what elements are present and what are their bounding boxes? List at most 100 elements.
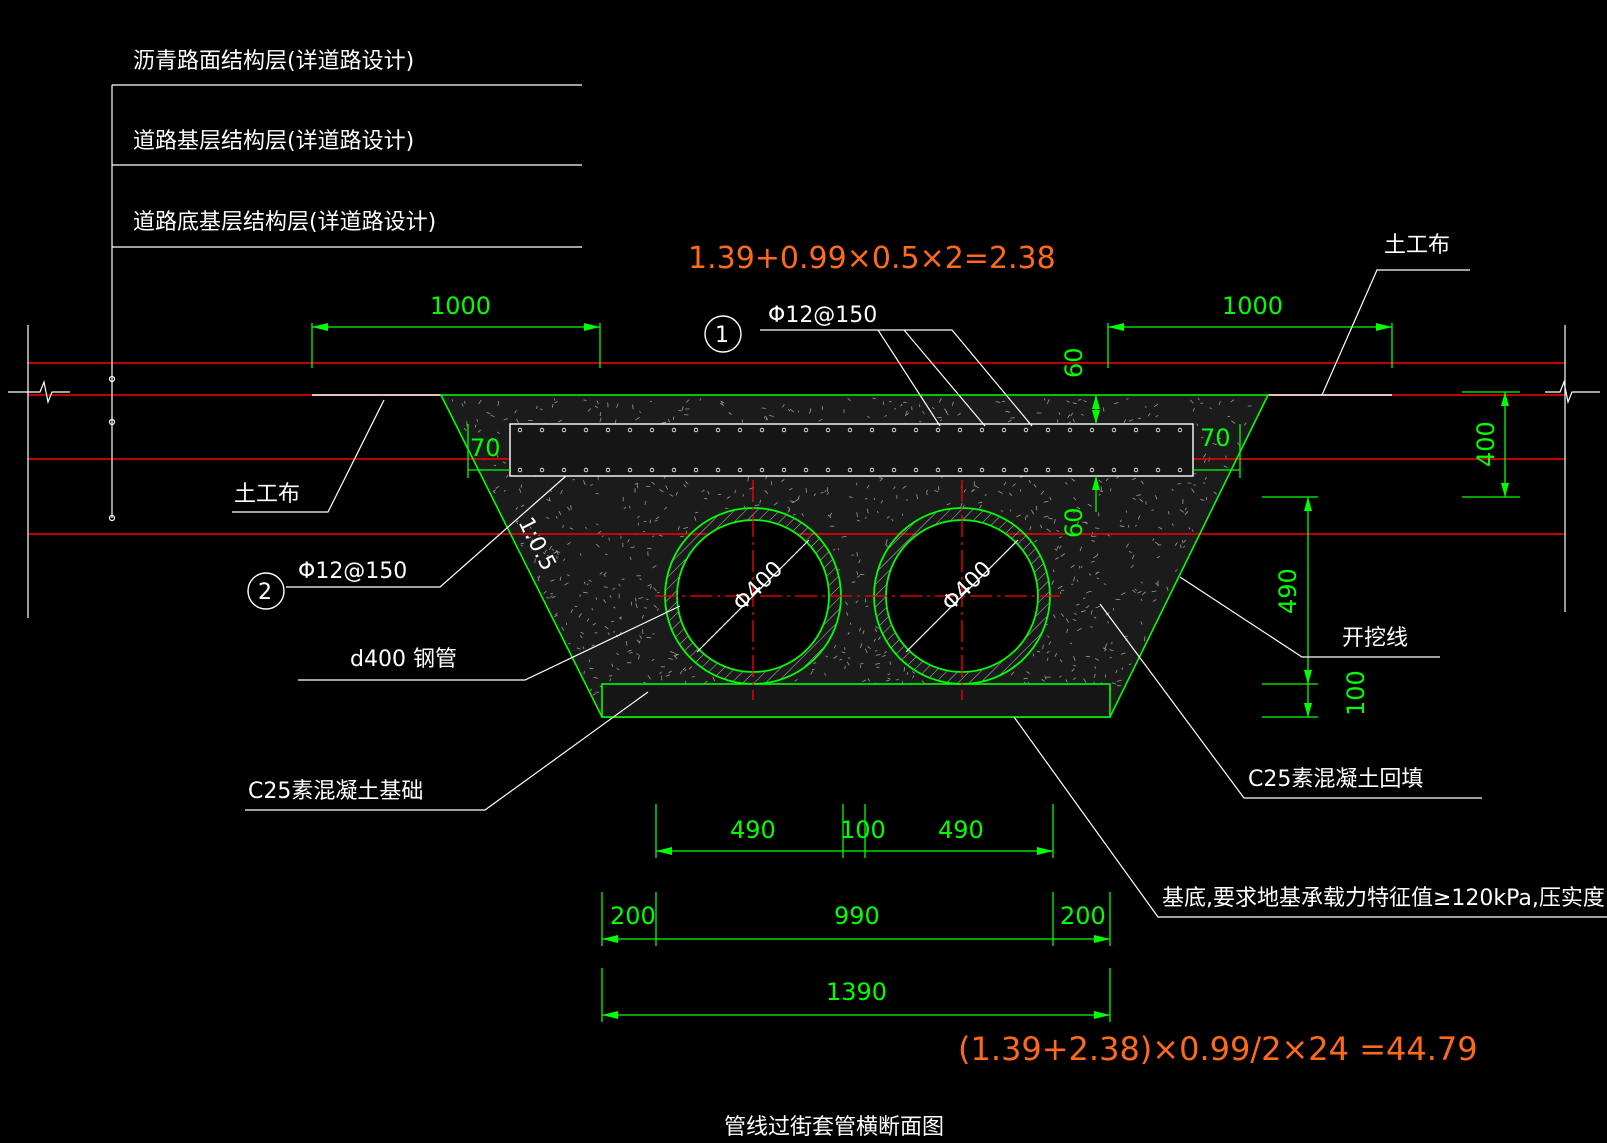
concrete-speck xyxy=(1040,524,1043,529)
concrete-speck xyxy=(558,510,562,516)
concrete-speck xyxy=(1072,402,1077,405)
concrete-speck xyxy=(599,417,602,423)
concrete-speck xyxy=(1116,679,1122,682)
concrete-speck xyxy=(609,595,612,598)
concrete-speck xyxy=(824,490,827,493)
concrete-speck xyxy=(1054,652,1058,657)
concrete-speck xyxy=(651,481,655,485)
concrete-speck xyxy=(916,494,919,500)
concrete-speck xyxy=(583,399,587,401)
concrete-speck xyxy=(566,574,570,576)
concrete-speck xyxy=(875,626,879,629)
concrete-speck xyxy=(833,655,838,659)
concrete-speck xyxy=(691,676,695,678)
concrete-speck xyxy=(875,654,881,656)
concrete-speck xyxy=(1196,423,1199,427)
foundation-label: C25素混凝土基础 xyxy=(248,779,423,804)
concrete-speck xyxy=(486,411,491,415)
concrete-speck xyxy=(638,640,641,643)
concrete-speck xyxy=(1134,524,1138,527)
concrete-speck xyxy=(1134,588,1137,591)
dim-100-mid: 100 xyxy=(840,816,886,844)
dim-1000-right: 1000 xyxy=(1222,292,1283,320)
concrete-speck xyxy=(502,461,507,464)
concrete-speck xyxy=(548,545,552,551)
concrete-speck xyxy=(583,670,585,675)
concrete-speck xyxy=(1172,523,1174,527)
rebar-dot xyxy=(627,427,633,433)
concrete-speck xyxy=(858,627,862,632)
concrete-speck xyxy=(856,519,861,522)
concrete-speck xyxy=(1043,515,1049,518)
concrete-speck xyxy=(589,667,594,670)
concrete-speck xyxy=(946,503,951,506)
concrete-speck xyxy=(874,650,878,652)
concrete-speck xyxy=(503,418,508,421)
concrete-speck xyxy=(1155,582,1159,587)
dim-70-left: 70 xyxy=(470,434,501,462)
concrete-speck xyxy=(873,638,876,642)
concrete-speck xyxy=(805,488,807,493)
concrete-speck xyxy=(543,552,546,555)
concrete-speck xyxy=(765,416,768,421)
concrete-speck xyxy=(646,547,652,550)
rebar-dot xyxy=(1067,467,1073,473)
concrete-speck xyxy=(839,658,842,661)
concrete-speck xyxy=(848,496,853,498)
concrete-speck xyxy=(635,416,640,421)
rebar-dot xyxy=(1133,467,1139,473)
concrete-speck xyxy=(603,586,608,588)
concrete-speck xyxy=(1096,577,1100,580)
concrete-speck xyxy=(1033,539,1038,543)
concrete-speck xyxy=(1128,551,1132,554)
concrete-speck xyxy=(1076,521,1080,525)
concrete-speck xyxy=(911,671,916,674)
concrete-speck xyxy=(867,678,871,682)
dim-60-top: 60 xyxy=(1060,347,1088,378)
concrete-speck xyxy=(1059,591,1062,595)
rebar-dot xyxy=(781,427,787,433)
rebar-dot xyxy=(517,467,523,473)
concrete-speck xyxy=(1184,511,1189,516)
concrete-speck xyxy=(1153,403,1159,408)
concrete-speck xyxy=(781,479,785,482)
concrete-speck xyxy=(1043,501,1049,503)
concrete-speck xyxy=(1188,527,1191,530)
rebar-dot xyxy=(693,467,699,473)
concrete-speck xyxy=(688,666,693,670)
dim-490-left: 490 xyxy=(730,816,776,844)
concrete-speck xyxy=(583,480,586,486)
concrete-speck xyxy=(652,535,655,538)
rebar-dot xyxy=(869,427,875,433)
concrete-speck xyxy=(1144,636,1146,642)
rebar-dot xyxy=(825,467,831,473)
concrete-speck xyxy=(754,504,760,506)
concrete-speck xyxy=(995,401,1001,403)
concrete-speck xyxy=(1119,525,1125,528)
concrete-speck xyxy=(587,408,592,412)
concrete-speck xyxy=(1071,668,1075,672)
concrete-speck xyxy=(668,657,674,660)
concrete-speck xyxy=(1088,573,1092,576)
concrete-speck xyxy=(1085,605,1090,609)
concrete-speck xyxy=(855,600,859,604)
rebar-dot xyxy=(737,427,743,433)
concrete-speck xyxy=(1073,664,1077,667)
concrete-speck xyxy=(684,668,687,672)
rebar-dot xyxy=(561,427,567,433)
concrete-speck xyxy=(841,536,847,538)
concrete-speck xyxy=(1204,476,1207,480)
concrete-speck xyxy=(656,591,660,594)
concrete-speck xyxy=(580,631,585,635)
rebar-dot xyxy=(649,467,655,473)
concrete-speck xyxy=(601,535,604,538)
rebar-dot xyxy=(935,427,941,433)
concrete-speck xyxy=(474,424,477,428)
concrete-speck xyxy=(1072,619,1077,621)
concrete-speck xyxy=(1073,677,1076,680)
concrete-speck xyxy=(1046,528,1051,533)
concrete-speck xyxy=(1080,610,1086,613)
concrete-speck xyxy=(579,635,583,639)
concrete-speck xyxy=(556,515,558,519)
concrete-speck xyxy=(742,494,744,497)
